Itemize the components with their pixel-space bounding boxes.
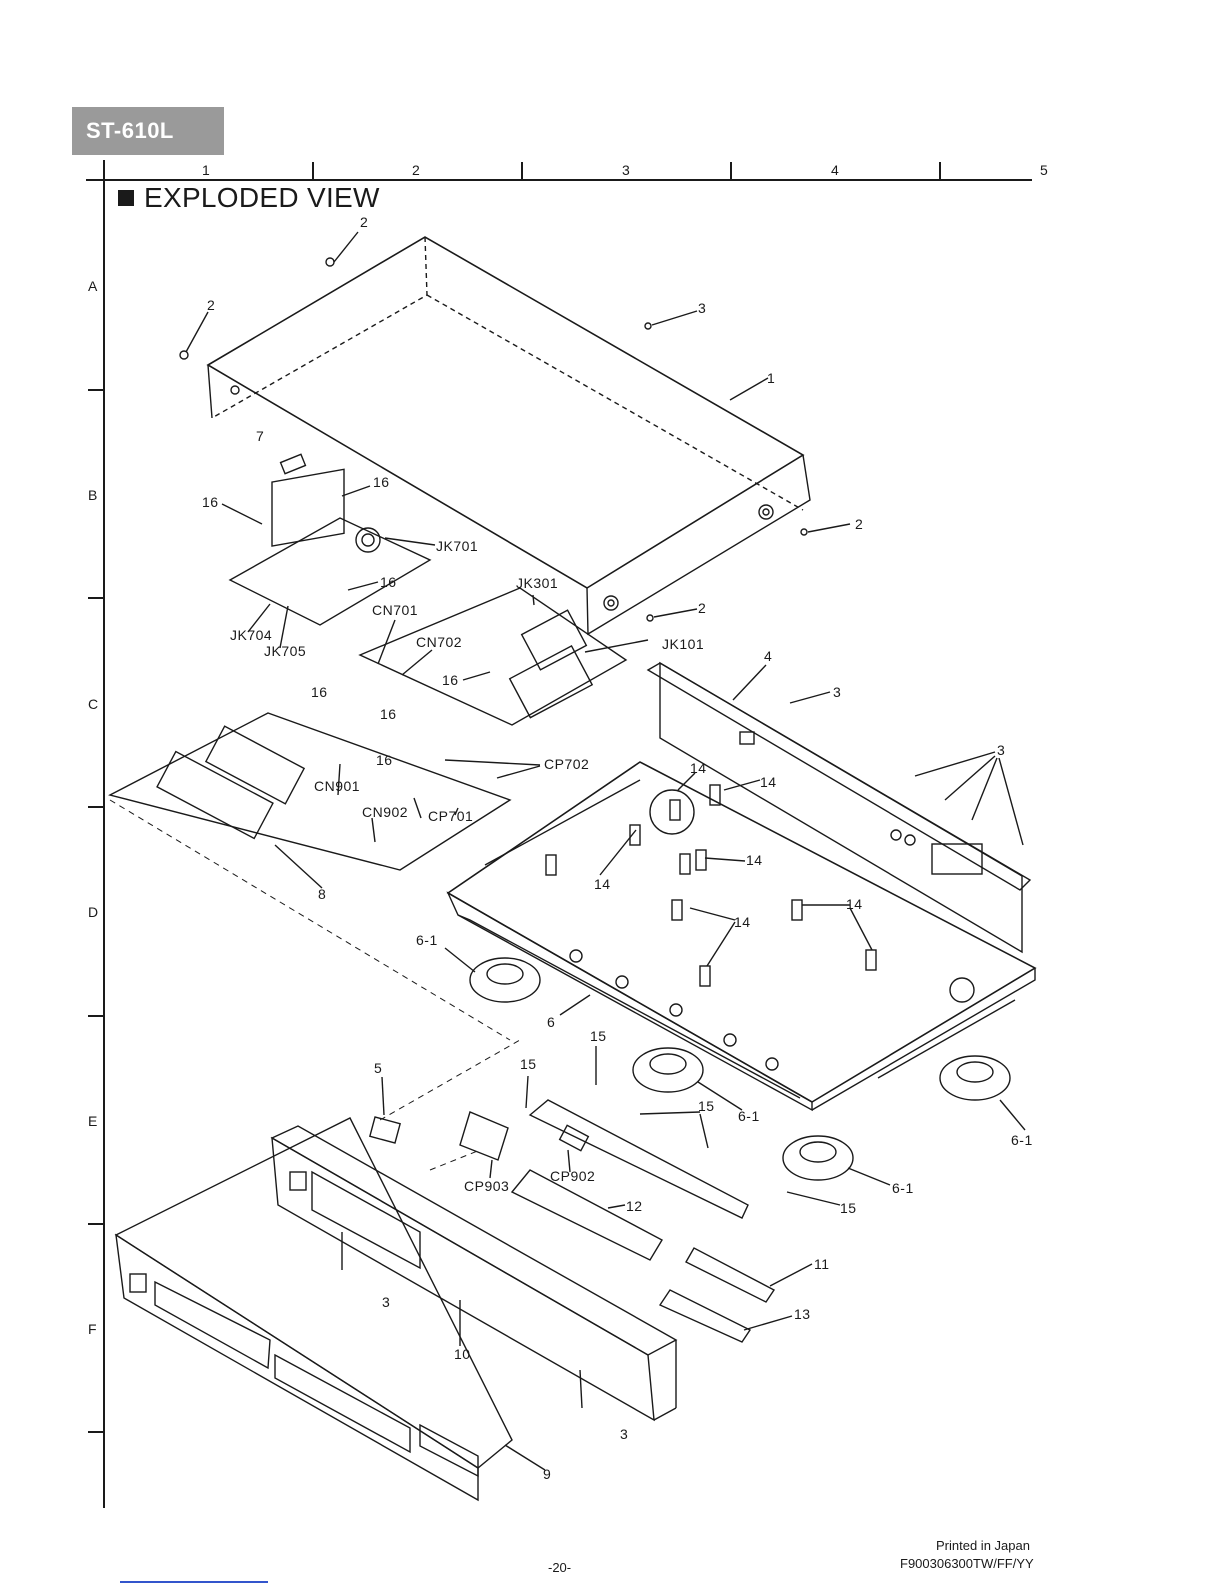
bottom-rule: [0, 0, 1224, 1584]
